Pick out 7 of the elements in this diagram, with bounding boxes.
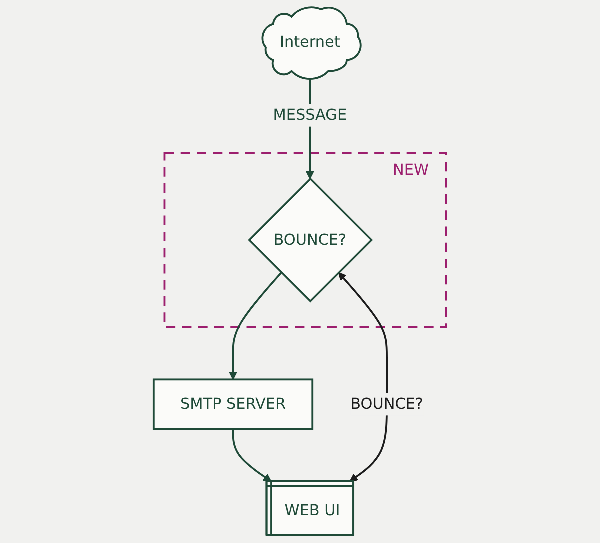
edge-label: MESSAGE [273,106,348,124]
edge-label: BOUNCE? [350,394,424,413]
node-box: SMTP SERVER [152,378,314,430]
arrow [338,272,388,482]
node-diamond: BOUNCE? [248,178,374,303]
arrow [229,272,282,380]
arrow [232,429,272,482]
